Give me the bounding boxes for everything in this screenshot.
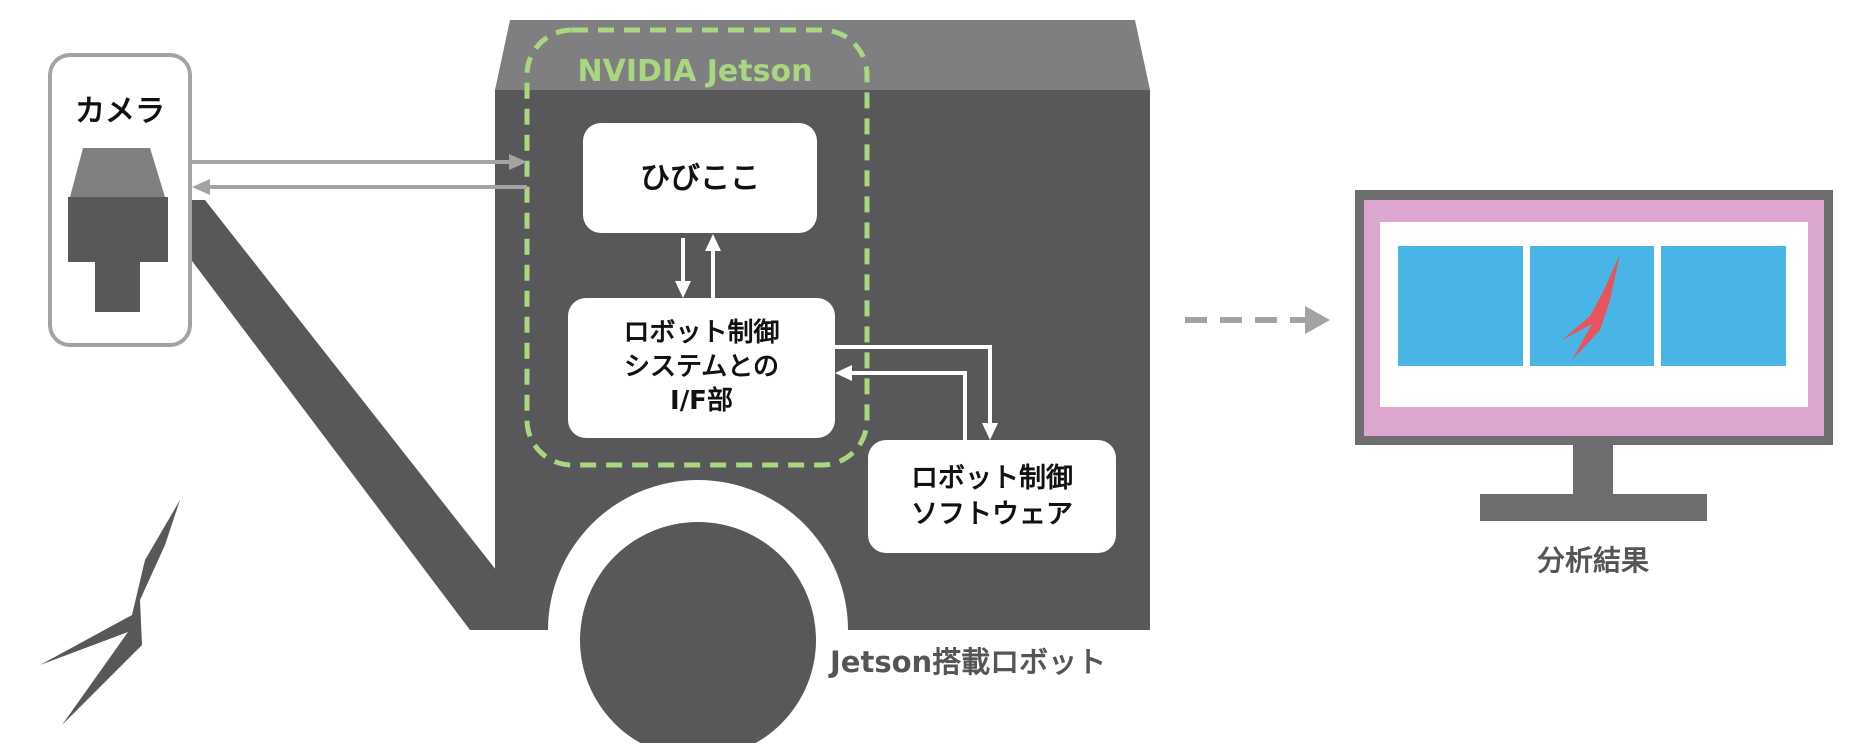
crack-icon [40,500,180,725]
crack-icon-red [1562,254,1620,360]
hibikoko-box: ひびここ [583,123,817,233]
robot-software-box: ロボット制御 ソフトウェア [868,440,1116,553]
if-software-arrows [835,345,998,440]
jetson-group-border [524,27,870,468]
robot-if-box: ロボット制御 システムとの I/F部 [568,298,835,438]
jetson-group-label: NVIDIA Jetson [577,54,813,89]
camera-icon [48,53,192,347]
hibikoko-if-arrows [675,234,721,298]
result-arrow [1185,306,1330,334]
panel-right [1661,246,1786,366]
panel-center [1530,246,1654,366]
camera-label: カメラ [75,94,165,129]
robot-arm [70,200,500,630]
result-caption: 分析結果 [1536,544,1649,577]
robot-caption: Jetson搭載ロボット [830,645,1107,679]
camera-jetson-arrows [192,154,527,195]
monitor-icon [1355,190,1833,521]
panel-left [1398,246,1523,366]
